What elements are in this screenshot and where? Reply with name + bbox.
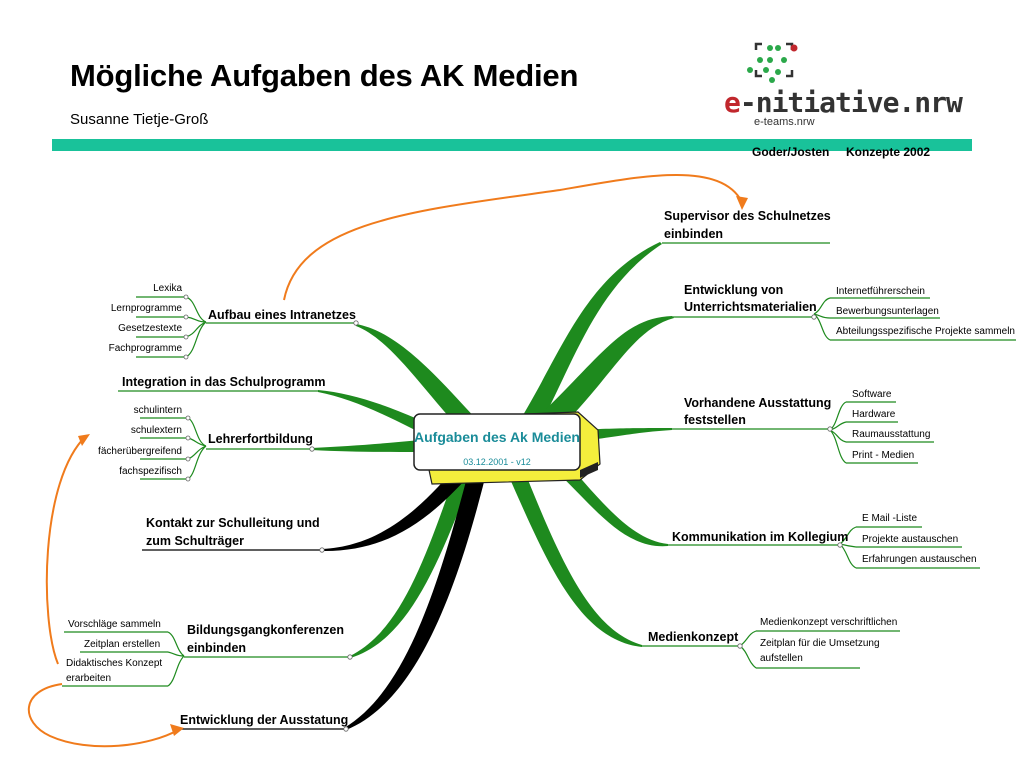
label-lehrer: Lehrerfortbildung <box>208 432 313 446</box>
label-kommunikation: Kommunikation im Kollegium <box>672 530 848 544</box>
label-supervisor-line2: einbinden <box>664 227 723 241</box>
leaf-medienkonzept-1: Zeitplan für die Umsetzung <box>760 638 880 649</box>
leaf-kommunikation-1: Projekte austauschen <box>862 534 958 545</box>
slide-author: Susanne Tietje-Groß <box>70 111 209 128</box>
node-dots <box>183 294 843 732</box>
leaf-lehrer-1: schulextern <box>131 425 182 436</box>
label-supervisor-line1: Supervisor des Schulnetzes <box>664 209 831 223</box>
branch-supervisor <box>510 242 662 440</box>
leaf-ausstattung-1: Hardware <box>852 409 896 420</box>
leaf-lehrer-2: fächerübergreifend <box>98 446 182 457</box>
leaf-intranet-2: Gesetzestexte <box>118 323 182 334</box>
arrow-heads <box>78 196 748 736</box>
arrow-intranet-to-supervisor <box>283 173 743 301</box>
label-ausstattung-line1: Vorhandene Ausstattung <box>684 396 831 410</box>
leaf-lehrer-0: schulintern <box>134 405 182 416</box>
leaf-entwicklung-1: Bewerbungsunterlagen <box>836 306 939 317</box>
leaf-entwicklung-2: Abteilungsspezifische Projekte sammeln <box>836 326 1015 337</box>
label-integration: Integration in das Schulprogramm <box>122 375 326 389</box>
label-entwicklung-line1: Entwicklung von <box>684 283 783 297</box>
leaf-medienkonzept-2: aufstellen <box>760 653 803 664</box>
label-intranet: Aufbau eines Intranetzes <box>208 308 356 322</box>
branch-entwicklung <box>526 316 674 440</box>
center-node: Aufgaben des Ak Medien 03.12.2001 - v12 <box>413 411 601 485</box>
logo-dots-icon <box>747 42 798 83</box>
leaf-lehrer-3: fachspezifisch <box>119 466 182 477</box>
arrowhead-supervisor-icon <box>736 196 748 210</box>
leaf-ausstattung-2: Raumausstattung <box>852 429 930 440</box>
center-date: 03.12.2001 - v12 <box>463 457 531 467</box>
leaf-bildung-0: Vorschläge sammeln <box>68 619 161 630</box>
label-underlines-black <box>142 549 346 730</box>
branch-lehrer <box>312 440 420 452</box>
logo-brand: e-nitiative.nrw <box>724 86 963 119</box>
branch-ausstatung <box>344 466 488 730</box>
label-ausstatung: Entwicklung der Ausstatung <box>180 713 348 727</box>
leaf-intranet-3: Fachprogramme <box>109 343 183 354</box>
label-kontakt-line2: zum Schulträger <box>146 534 244 548</box>
branch-bildung <box>350 466 476 658</box>
arrowhead-ausstatung-icon <box>170 724 184 736</box>
leaf-bildung-1: Zeitplan erstellen <box>84 639 160 650</box>
leaf-kommunikation-2: Erfahrungen austauschen <box>862 554 977 565</box>
leaf-medienkonzept-0: Medienkonzept verschriftlichen <box>760 617 897 628</box>
leaf-bildung-3: erarbeiten <box>66 673 111 684</box>
label-bildung-line2: einbinden <box>187 641 246 655</box>
logo: e-nitiative.nrw e-teams.nrw <box>724 34 974 129</box>
leaf-bildung-2: Didaktisches Konzept <box>66 658 162 669</box>
center-title: Aufgaben des Ak Medien <box>414 429 580 445</box>
branch-ausstattung <box>576 428 672 442</box>
band-caption: Goder/Josten Konzepte 2002 <box>752 145 931 159</box>
leaf-ausstattung-3: Print - Medien <box>852 450 914 461</box>
label-entwicklung-line2: Unterrichtsmaterialien <box>684 300 817 314</box>
label-bildung-line1: Bildungsgangkonferenzen <box>187 623 344 637</box>
branch-lines-left <box>312 324 488 658</box>
branch-lines-black <box>322 462 488 730</box>
branch-intranet <box>356 324 488 440</box>
leaf-kommunikation-0: E Mail -Liste <box>862 513 917 524</box>
arrow-bildung-to-ausstatung <box>27 683 179 748</box>
orange-arrows <box>27 173 743 748</box>
label-kontakt-line1: Kontakt zur Schulleitung und <box>146 516 320 530</box>
arrow-bildung-to-lehrer <box>45 435 87 665</box>
arrowhead-lehrer-icon <box>78 434 90 446</box>
leaf-ausstattung-0: Software <box>852 389 892 400</box>
accent-band <box>52 139 972 151</box>
leaf-intranet-0: Lexika <box>153 283 182 294</box>
label-medienkonzept: Medienkonzept <box>648 630 739 644</box>
label-underlines <box>118 242 840 658</box>
leaf-intranet-1: Lernprogramme <box>111 303 183 314</box>
leaf-entwicklung-0: Internetführerschein <box>836 286 925 297</box>
label-ausstattung-line2: feststellen <box>684 413 746 427</box>
slide-title: Mögliche Aufgaben des AK Medien <box>70 58 579 93</box>
logo-subtitle: e-teams.nrw <box>754 116 815 128</box>
